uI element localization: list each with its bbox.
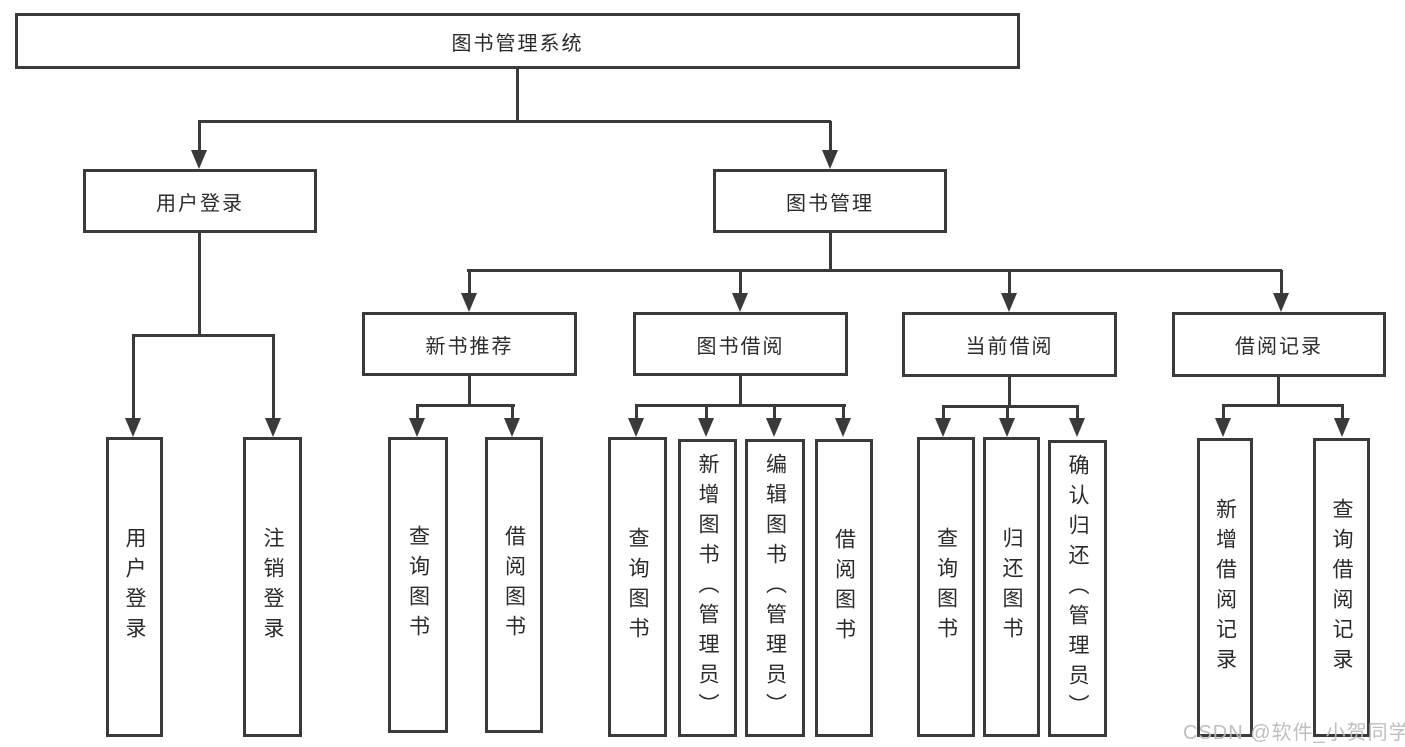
arrowhead-rc-add (1215, 418, 1231, 437)
arrowhead-bb-add (698, 418, 714, 437)
node-user-login-label: 用户登录 (156, 192, 244, 215)
arrowhead-user-login (191, 150, 207, 169)
connector-current-split (942, 405, 1079, 408)
connector-bb-drop-1 (635, 405, 638, 420)
connector-l2-split (198, 120, 831, 123)
leaf-bb-edit-books: 编辑图书（管理员） (745, 439, 805, 737)
leaf-cb-return-books: 归还图书 (983, 437, 1040, 737)
node-current-borrow: 当前借阅 (902, 312, 1117, 377)
connector-new-book-stem (468, 376, 471, 407)
connector-rc-drop-1 (1222, 405, 1225, 420)
leaf-bb-query-books-label: 查询图书 (626, 527, 649, 647)
arrowhead-leaf-logout (265, 418, 281, 437)
connector-l3-drop-3 (1008, 270, 1011, 296)
connector-leaf-logout-drop (272, 335, 275, 420)
leaf-nb-query-books-label: 查询图书 (406, 525, 430, 645)
arrowhead-cb-return (999, 418, 1015, 437)
leaf-bb-edit-books-label: 编辑图书（管理员） (763, 453, 787, 723)
connector-cb-drop-1 (942, 406, 945, 420)
leaf-rc-add-record-label: 新增借阅记录 (1213, 497, 1237, 678)
arrowhead-rc-query (1334, 418, 1350, 437)
node-root: 图书管理系统 (15, 13, 1020, 69)
connector-cb-drop-3 (1076, 406, 1079, 420)
leaf-user-login: 用户登录 (106, 437, 163, 737)
arrowhead-book-borrow (732, 293, 748, 312)
arrowhead-cb-query (935, 418, 951, 437)
arrowhead-new-book (461, 293, 477, 312)
leaf-user-login-label: 用户登录 (123, 527, 146, 647)
leaf-cb-query-books: 查询图书 (917, 437, 975, 737)
node-user-login: 用户登录 (83, 169, 317, 233)
connector-leaf-login-drop (132, 335, 135, 420)
leaf-cb-return-books-label: 归还图书 (1000, 527, 1023, 647)
node-root-label: 图书管理系统 (451, 32, 584, 55)
leaf-nb-borrow-books: 借阅图书 (485, 437, 543, 733)
arrowhead-nb-query (409, 418, 425, 437)
leaf-nb-borrow-books-label: 借阅图书 (502, 525, 526, 645)
leaf-bb-add-books: 新增图书（管理员） (678, 439, 737, 737)
node-borrow-records: 借阅记录 (1172, 312, 1386, 377)
connector-l2-right-drop (829, 121, 832, 152)
arrowhead-bb-query (628, 418, 644, 437)
connector-cb-drop-2 (1006, 406, 1009, 420)
node-borrow-records-label: 借阅记录 (1235, 336, 1323, 358)
connector-l3-drop-1 (468, 270, 471, 296)
connector-new-book-split (416, 404, 515, 407)
leaf-cb-confirm-return: 确认归还（管理员） (1048, 440, 1107, 737)
connector-records-split (1222, 404, 1344, 407)
connector-l2-left-drop (198, 121, 201, 152)
leaf-nb-query-books: 查询图书 (388, 437, 448, 733)
leaf-rc-query-record: 查询借阅记录 (1313, 438, 1370, 737)
arrowhead-cb-confirm (1069, 418, 1085, 437)
connector-current-stem (1008, 377, 1011, 408)
leaf-bb-borrow-books-label: 借阅图书 (832, 528, 856, 648)
connector-rc-drop-2 (1341, 405, 1344, 420)
arrowhead-leaf-login (125, 418, 141, 437)
connector-user-login-split (132, 334, 275, 337)
csdn-watermark: CSDN @软件_小贺同学 (1183, 722, 1405, 744)
node-book-mgmt-label: 图书管理 (786, 192, 874, 215)
arrowhead-borrow-records (1273, 293, 1289, 312)
connector-book-borrow-split (635, 404, 846, 407)
connector-nb-drop-2 (511, 405, 514, 420)
arrowhead-bb-borrow (835, 418, 851, 437)
arrowhead-current-borrow (1001, 293, 1017, 312)
connector-nb-drop-1 (416, 405, 419, 420)
arrowhead-bb-edit (766, 418, 782, 437)
connector-l3-drop-4 (1280, 270, 1283, 296)
arrowhead-nb-borrow (504, 418, 520, 437)
leaf-logout: 注销登录 (243, 437, 302, 737)
leaf-bb-query-books: 查询图书 (608, 437, 667, 737)
leaf-bb-add-books-label: 新增图书（管理员） (696, 453, 719, 723)
connector-bb-drop-2 (705, 405, 708, 420)
connector-root-stem (516, 69, 519, 122)
node-new-book-label: 新书推荐 (425, 335, 514, 358)
node-book-borrow-label: 图书借阅 (696, 335, 785, 358)
leaf-rc-query-record-label: 查询借阅记录 (1330, 497, 1353, 678)
leaf-rc-add-record: 新增借阅记录 (1197, 438, 1253, 737)
leaf-logout-label: 注销登录 (261, 527, 284, 647)
node-current-borrow-label: 当前借阅 (965, 336, 1054, 358)
connector-book-borrow-stem (739, 376, 742, 407)
connector-user-login-stem (198, 233, 201, 337)
leaf-cb-confirm-return-label: 确认归还（管理员） (1066, 453, 1089, 724)
leaf-bb-borrow-books: 借阅图书 (815, 439, 873, 737)
connector-bb-drop-4 (842, 405, 845, 420)
connector-bb-drop-3 (773, 405, 776, 420)
arrowhead-book-mgmt (822, 150, 838, 169)
connector-l3-drop-2 (739, 270, 742, 296)
node-book-mgmt: 图书管理 (713, 169, 947, 233)
connector-l3-split (467, 269, 1282, 272)
leaf-cb-query-books-label: 查询图书 (934, 527, 958, 647)
connector-book-mgmt-stem (829, 233, 832, 272)
connector-records-stem (1277, 377, 1280, 407)
node-new-book: 新书推荐 (362, 312, 577, 376)
node-book-borrow: 图书借阅 (633, 312, 848, 376)
